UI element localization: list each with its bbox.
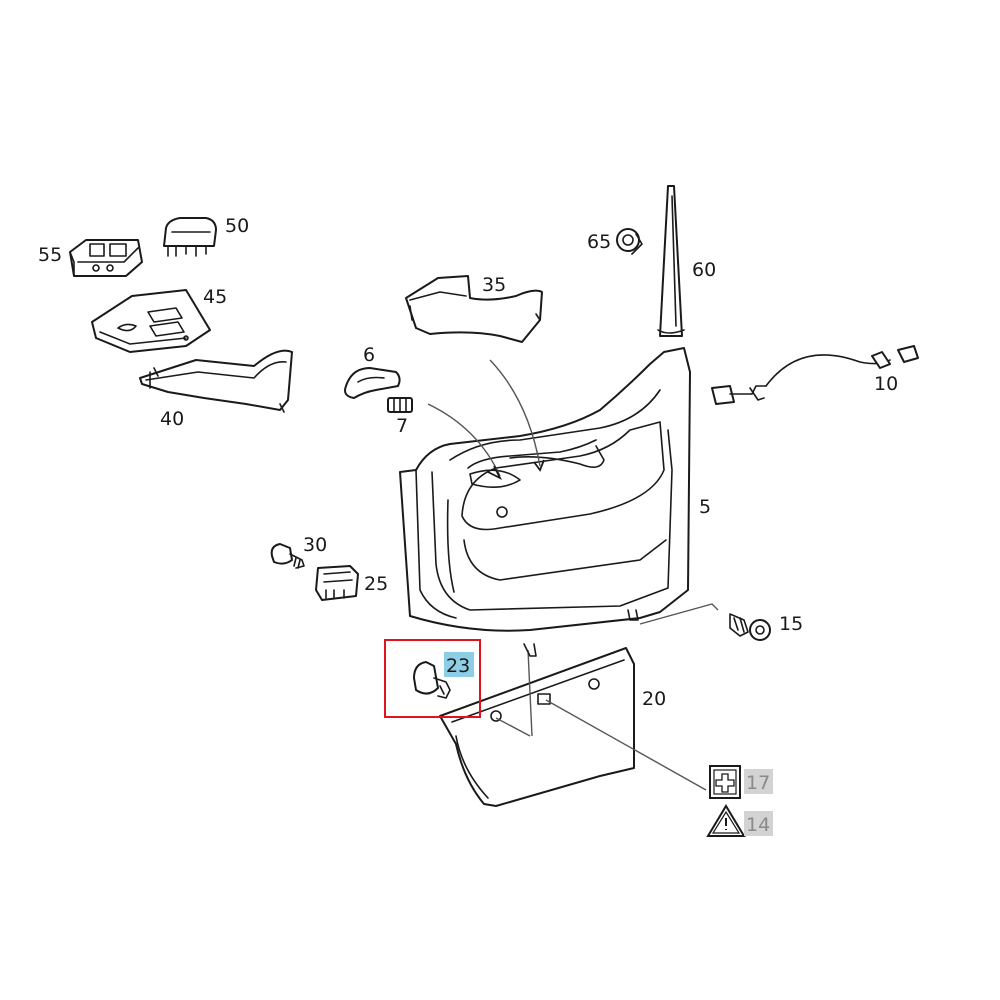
callout-45[interactable]: 45 bbox=[203, 286, 227, 308]
callout-23[interactable]: 23 bbox=[446, 655, 470, 677]
part-23-clip[interactable] bbox=[413, 661, 451, 699]
callout-5[interactable]: 5 bbox=[699, 496, 711, 518]
callout-20[interactable]: 20 bbox=[642, 688, 666, 710]
callout-10[interactable]: 10 bbox=[874, 373, 898, 395]
part-7-clip[interactable] bbox=[387, 397, 413, 413]
callout-17[interactable]: 17 bbox=[746, 772, 770, 794]
part-30-screw[interactable] bbox=[270, 543, 305, 569]
part-60-trim-strip[interactable] bbox=[657, 185, 685, 337]
selected-part-highlight[interactable]: 23 bbox=[384, 639, 481, 718]
part-6-door-handle[interactable] bbox=[344, 367, 401, 399]
part-10-cable[interactable] bbox=[711, 345, 919, 405]
callout-25[interactable]: 25 bbox=[364, 573, 388, 595]
callout-labels: 55 50 45 40 6 7 35 65 60 10 5 30 25 15 2… bbox=[38, 215, 898, 710]
callout-60[interactable]: 60 bbox=[692, 259, 716, 281]
callout-40[interactable]: 40 bbox=[160, 408, 184, 430]
part-35-grip-trim[interactable] bbox=[405, 275, 543, 343]
part-5-door-panel[interactable] bbox=[399, 347, 691, 632]
leader-lines bbox=[427, 359, 719, 791]
callout-14-group[interactable]: 14 bbox=[706, 804, 773, 837]
label-bg-17 bbox=[744, 769, 773, 794]
label-bg-14 bbox=[744, 811, 773, 836]
callout-55[interactable]: 55 bbox=[38, 244, 62, 266]
part-45-bezel-plate[interactable] bbox=[91, 289, 211, 353]
callout-17-group[interactable]: 17 bbox=[709, 765, 773, 799]
callout-30[interactable]: 30 bbox=[303, 534, 327, 556]
callout-35[interactable]: 35 bbox=[482, 274, 506, 296]
callout-7[interactable]: 7 bbox=[396, 415, 408, 437]
selection-box bbox=[384, 639, 481, 718]
part-65-clip[interactable] bbox=[616, 228, 643, 255]
part-55-switch-block[interactable] bbox=[69, 239, 143, 277]
callout-15[interactable]: 15 bbox=[779, 613, 803, 635]
callout-65[interactable]: 65 bbox=[587, 231, 611, 253]
callout-50[interactable]: 50 bbox=[225, 215, 249, 237]
part-25-clip-bracket[interactable] bbox=[315, 565, 359, 601]
plus-box-icon bbox=[709, 765, 741, 799]
part-15-screw[interactable] bbox=[729, 613, 771, 641]
callout-14[interactable]: 14 bbox=[746, 814, 770, 836]
selected-label-bg bbox=[444, 652, 474, 677]
part-40-armrest[interactable] bbox=[139, 349, 293, 413]
part-50-switch-cap[interactable] bbox=[163, 217, 217, 257]
callout-6[interactable]: 6 bbox=[363, 344, 375, 366]
